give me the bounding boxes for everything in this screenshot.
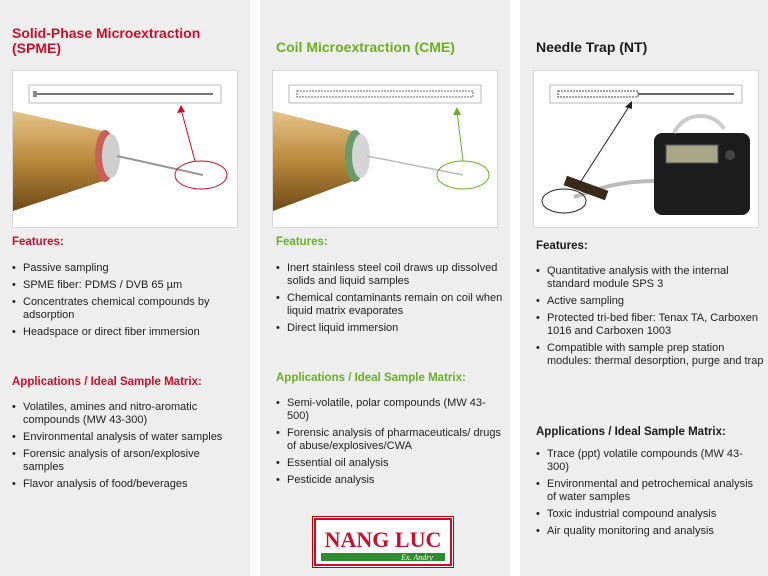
spme-applications-heading: Applications / Ideal Sample Matrix: — [12, 376, 202, 388]
spme-applications-list: Volatiles, amines and nitro-aromatic com… — [12, 401, 240, 495]
list-item: Trace (ppt) volatile compounds (MW 43-30… — [536, 448, 764, 474]
list-item: Air quality monitoring and analysis — [536, 525, 764, 538]
list-item: Semi-volatile, polar compounds (MW 43-50… — [276, 397, 504, 423]
list-item: Quantitative analysis with the internal … — [536, 265, 764, 291]
list-item: Flavor analysis of food/beverages — [12, 478, 240, 491]
list-item: Pesticide analysis — [276, 474, 504, 487]
nt-features-heading: Features: — [536, 240, 588, 252]
nt-applications-list: Trace (ppt) volatile compounds (MW 43-30… — [536, 448, 764, 542]
list-item: Toxic industrial compound analysis — [536, 508, 764, 521]
column-cme: Coil Microextraction (CME) Features: Ine… — [260, 0, 510, 576]
list-item: SPME fiber: PDMS / DVB 65 µm — [12, 279, 240, 292]
list-item: Chemical contaminants remain on coil whe… — [276, 292, 504, 318]
nt-title: Needle Trap (NT) — [536, 39, 648, 55]
list-item: Direct liquid immersion — [276, 322, 504, 335]
column-nt: Needle Trap (NT) Features: Quantitative … — [520, 0, 768, 576]
cme-features-list: Inert stainless steel coil draws up diss… — [276, 262, 504, 339]
cme-title: Coil Microextraction (CME) — [276, 39, 455, 55]
list-item: Passive sampling — [12, 262, 240, 275]
column-spme: Solid-Phase Microextraction (SPME) Featu… — [0, 0, 250, 576]
cme-features-heading: Features: — [276, 236, 328, 248]
list-item: Headspace or direct fiber immersion — [12, 326, 240, 339]
list-item: Essential oil analysis — [276, 457, 504, 470]
list-item: Volatiles, amines and nitro-aromatic com… — [12, 401, 240, 427]
nt-features-list: Quantitative analysis with the internal … — [536, 265, 764, 372]
logo-tagline: Ex. Andry — [400, 553, 433, 562]
spme-features-heading: Features: — [12, 236, 64, 248]
list-item: Compatible with sample prep station modu… — [536, 342, 764, 368]
cme-applications-heading: Applications / Ideal Sample Matrix: — [276, 372, 466, 384]
list-item: Environmental and petrochemical analysis… — [536, 478, 764, 504]
list-item: Environmental analysis of water samples — [12, 431, 240, 444]
list-item: Active sampling — [536, 295, 764, 308]
cme-applications-list: Semi-volatile, polar compounds (MW 43-50… — [276, 397, 504, 491]
spme-title: Solid-Phase Microextraction (SPME) — [12, 25, 201, 56]
list-item: Forensic analysis of arson/explosive sam… — [12, 448, 240, 474]
list-item: Forensic analysis of pharmaceuticals/ dr… — [276, 427, 504, 453]
list-item: Concentrates chemical compounds by adsor… — [12, 296, 240, 322]
list-item: Inert stainless steel coil draws up diss… — [276, 262, 504, 288]
nt-applications-heading: Applications / Ideal Sample Matrix: — [536, 426, 726, 438]
list-item: Protected tri-bed fiber: Tenax TA, Carbo… — [536, 312, 764, 338]
spme-image — [12, 70, 238, 228]
logo-text: NANG LUC — [325, 527, 442, 552]
cme-image — [272, 70, 498, 228]
spme-features-list: Passive sampling SPME fiber: PDMS / DVB … — [12, 262, 240, 343]
nt-image — [533, 70, 759, 228]
nang-luc-logo: NANG LUC Ex. Andry — [312, 516, 454, 568]
